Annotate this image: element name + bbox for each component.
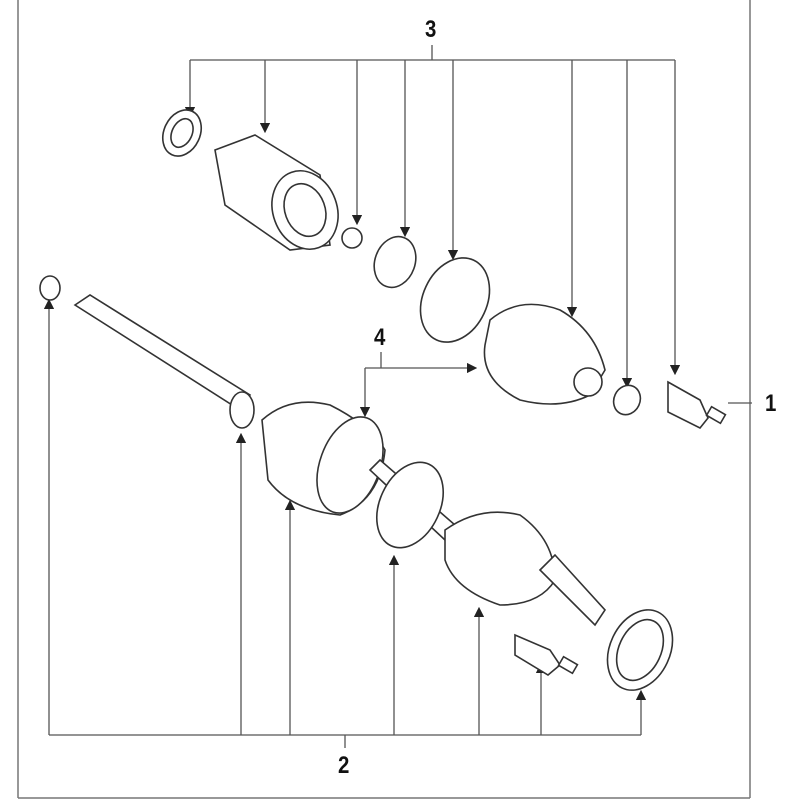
- dynamic-damper: [667, 380, 727, 430]
- axle-shaft-assembly: [39, 275, 674, 691]
- frame: [17, 0, 751, 799]
- callout-3: 3: [425, 16, 437, 43]
- boot-clamp-small: [612, 384, 642, 416]
- inner-joint-housing: [214, 134, 339, 251]
- leader-4: [359, 352, 478, 418]
- leader-3: [184, 45, 681, 389]
- callout-4: 4: [374, 324, 386, 351]
- boot-clamp-large: [419, 257, 491, 343]
- snap-ring: [39, 275, 61, 301]
- snap-ring-small: [341, 227, 363, 249]
- seal-ring-upper: [161, 109, 203, 157]
- circlip: [373, 235, 417, 289]
- cv-boot-upper: [483, 303, 606, 405]
- callout-1: 1: [765, 390, 777, 417]
- callout-2: 2: [338, 752, 350, 779]
- leader-2: [43, 298, 647, 748]
